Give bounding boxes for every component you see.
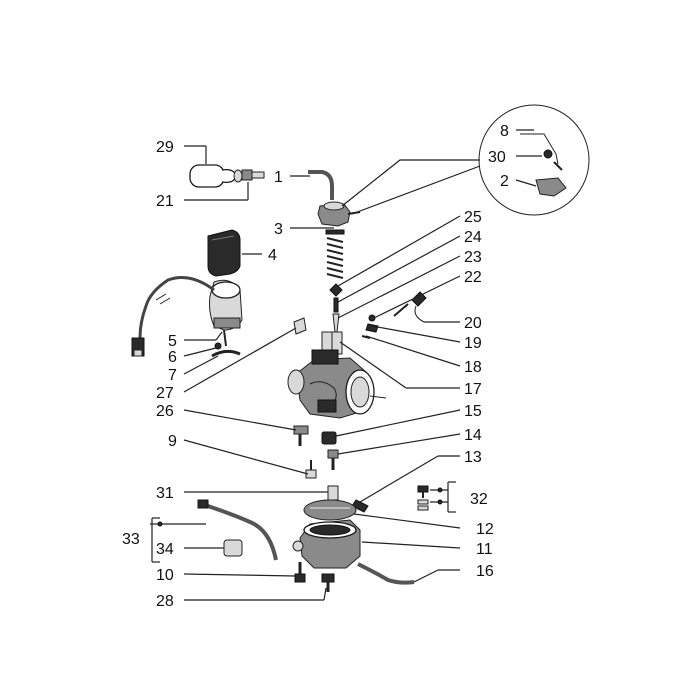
part-choke-body-cable <box>131 276 243 357</box>
label-32: 32 <box>470 491 488 508</box>
part-4-choke-cover <box>207 229 241 277</box>
leader-detail-upper <box>341 159 480 207</box>
label-30: 30 <box>488 149 506 166</box>
part-1-tube <box>308 170 334 200</box>
leader-lines <box>150 129 542 601</box>
label-4: 4 <box>268 247 277 264</box>
part-9-screw <box>305 460 317 479</box>
part-10-screw <box>294 562 306 583</box>
detail-circle <box>478 104 590 216</box>
label-34: 34 <box>156 541 174 558</box>
label-31: 31 <box>156 485 174 502</box>
label-11: 11 <box>476 541 493 558</box>
label-14: 14 <box>464 427 482 444</box>
label-29: 29 <box>156 139 174 156</box>
label-16: 16 <box>476 563 494 580</box>
part-16-tube <box>357 562 415 585</box>
part-carburettor-body <box>287 349 387 419</box>
label-2: 2 <box>500 173 509 190</box>
label-5: 5 <box>168 333 177 350</box>
label-1: 1 <box>274 169 283 186</box>
label-27: 27 <box>156 385 174 402</box>
label-3: 3 <box>274 221 283 238</box>
part-15-nut <box>321 431 337 445</box>
part-20-22-connector <box>368 291 427 323</box>
label-19: 19 <box>464 335 482 352</box>
label-10: 10 <box>156 567 174 584</box>
part-33-overflow-tube <box>197 499 278 561</box>
part-5-6-7-small <box>211 329 241 358</box>
part-31-jet <box>327 485 339 501</box>
label-28: 28 <box>156 593 174 610</box>
label-24: 24 <box>464 229 482 246</box>
label-22: 22 <box>464 269 482 286</box>
part-29-cap <box>189 164 243 188</box>
label-7: 7 <box>168 367 177 384</box>
label-9: 9 <box>168 433 177 450</box>
label-21: 21 <box>156 193 174 210</box>
part-14-jet-holder <box>327 449 339 470</box>
part-3-spring <box>325 229 345 279</box>
label-13: 13 <box>464 449 482 466</box>
label-15: 15 <box>464 403 482 420</box>
label-17: 17 <box>464 381 482 398</box>
label-33: 33 <box>122 531 140 548</box>
label-8: 8 <box>500 123 509 140</box>
label-20: 20 <box>464 315 482 332</box>
part-26-screw <box>293 425 309 446</box>
label-6: 6 <box>168 349 177 366</box>
label-26: 26 <box>156 403 174 420</box>
part-12-float <box>303 499 357 521</box>
part-27-bracket <box>293 317 307 335</box>
part-28-bolt <box>321 573 335 592</box>
part-needle-stack <box>329 283 343 333</box>
part-32-screws <box>417 485 429 511</box>
part-11-float-bowl <box>292 519 361 569</box>
label-18: 18 <box>464 359 482 376</box>
part-13-pin <box>351 499 369 513</box>
label-12: 12 <box>476 521 494 538</box>
part-34-cap <box>223 539 243 557</box>
leader-detail-lower <box>351 165 481 215</box>
label-25: 25 <box>464 209 482 226</box>
label-23: 23 <box>464 249 482 266</box>
part-21-screw <box>241 169 265 181</box>
